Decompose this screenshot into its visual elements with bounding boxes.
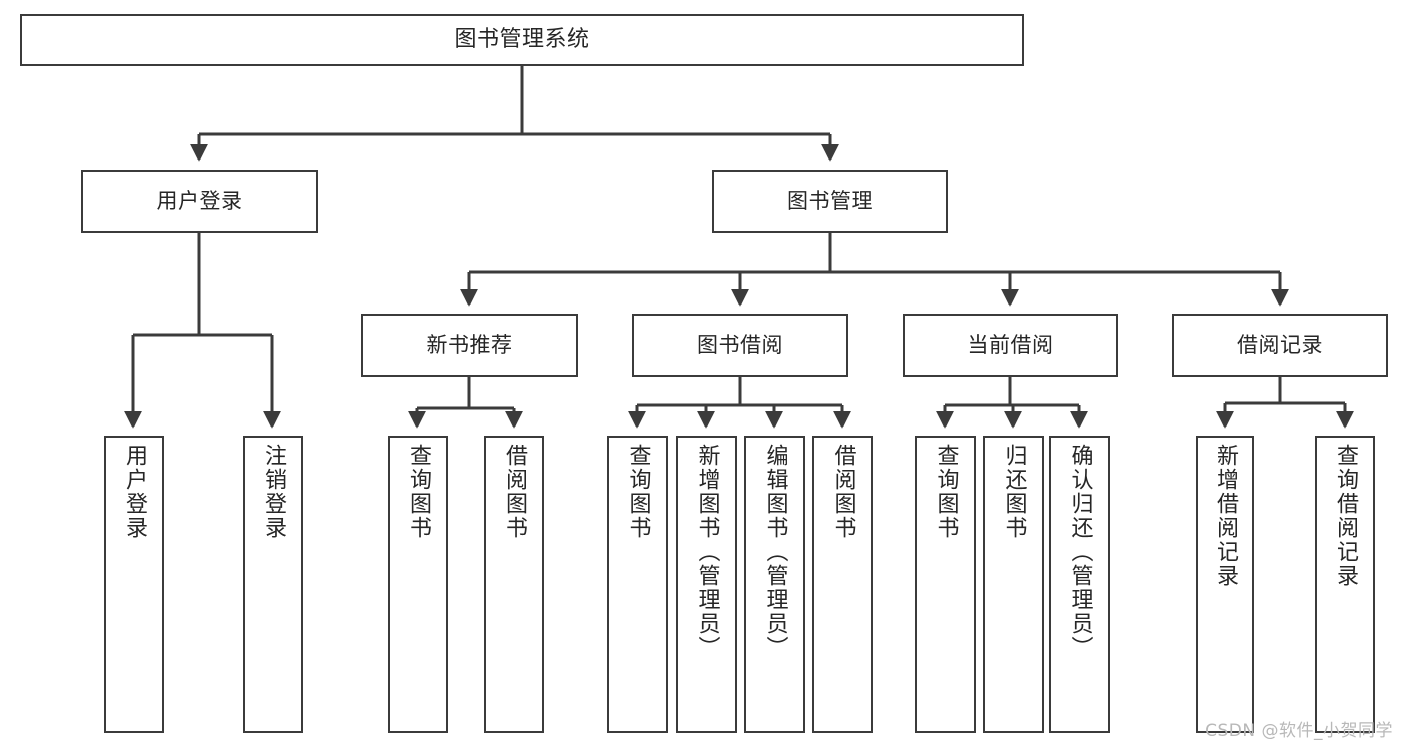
leaf-confirm-return-admin[interactable]: 确认归还（管理员） <box>1049 436 1110 733</box>
node-label: 借阅图书 <box>830 444 856 540</box>
node-label: 归还图书 <box>1001 444 1027 540</box>
node-book-management[interactable]: 图书管理 <box>712 170 948 233</box>
node-label: 用户登录 <box>122 444 147 540</box>
node-new-book-recommendation[interactable]: 新书推荐 <box>361 314 578 377</box>
node-label: 查询图书 <box>625 444 651 540</box>
node-book-borrowing[interactable]: 图书借阅 <box>632 314 848 377</box>
node-label: 图书借阅 <box>697 332 783 357</box>
node-user-login[interactable]: 用户登录 <box>81 170 318 233</box>
leaf-query-book-newbook[interactable]: 查询图书 <box>388 436 448 733</box>
node-label: 注销登录 <box>261 444 286 540</box>
node-label: 确认归还（管理员） <box>1067 444 1093 660</box>
leaf-borrow-book[interactable]: 借阅图书 <box>812 436 873 733</box>
node-label: 当前借阅 <box>967 332 1054 357</box>
leaf-add-book-admin[interactable]: 新增图书（管理员） <box>676 436 737 733</box>
node-label: 查询图书 <box>406 444 431 540</box>
leaf-query-book-current[interactable]: 查询图书 <box>915 436 976 733</box>
node-label: 新书推荐 <box>426 332 513 357</box>
leaf-edit-book-admin[interactable]: 编辑图书（管理员） <box>744 436 805 733</box>
leaf-add-borrow-record[interactable]: 新增借阅记录 <box>1196 436 1254 733</box>
node-current-borrowing[interactable]: 当前借阅 <box>903 314 1118 377</box>
leaf-query-book-borrow[interactable]: 查询图书 <box>607 436 668 733</box>
leaf-query-borrow-record[interactable]: 查询借阅记录 <box>1315 436 1375 733</box>
node-borrowing-record[interactable]: 借阅记录 <box>1172 314 1388 377</box>
node-label: 借阅图书 <box>502 444 527 540</box>
node-label: 查询借阅记录 <box>1333 444 1358 588</box>
node-label: 图书管理系统 <box>454 26 590 52</box>
node-label: 借阅记录 <box>1237 332 1323 357</box>
node-root-book-management-system[interactable]: 图书管理系统 <box>20 14 1024 66</box>
node-label: 新增图书（管理员） <box>694 444 720 660</box>
leaf-logout[interactable]: 注销登录 <box>243 436 303 733</box>
leaf-user-login[interactable]: 用户登录 <box>104 436 164 733</box>
node-label: 查询图书 <box>933 444 959 540</box>
node-label: 图书管理 <box>787 188 873 213</box>
leaf-return-book[interactable]: 归还图书 <box>983 436 1044 733</box>
node-label: 用户登录 <box>156 188 243 213</box>
node-label: 新增借阅记录 <box>1213 444 1238 588</box>
node-label: 编辑图书（管理员） <box>762 444 788 660</box>
csdn-watermark: CSDN @软件_小贺同学 <box>1205 721 1393 741</box>
leaf-borrow-book-newbook[interactable]: 借阅图书 <box>484 436 544 733</box>
